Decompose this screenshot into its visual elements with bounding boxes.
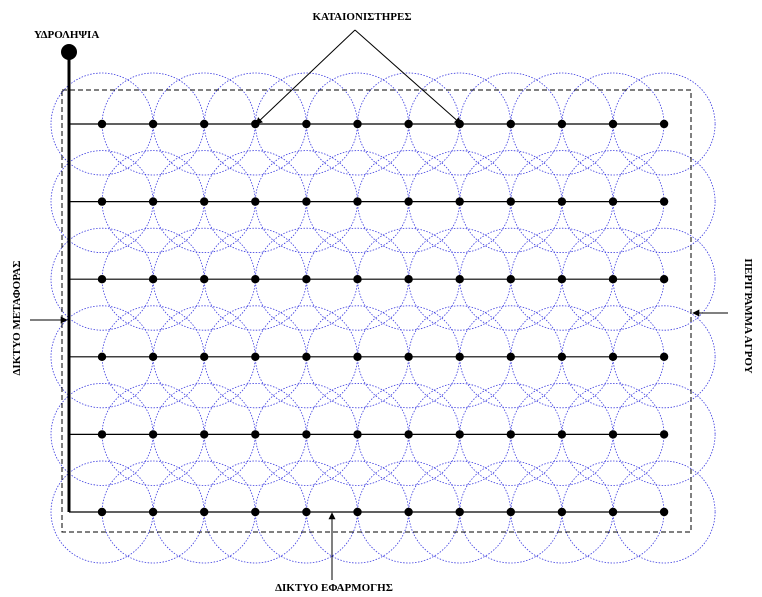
water-intake-node	[61, 44, 77, 60]
sprinklers-label: ΚΑΤΑΙΟΝΙΣΤΗΡΕΣ	[312, 11, 411, 23]
sprinkler-node	[506, 507, 515, 517]
sprinkler-node	[148, 119, 158, 129]
sprinkler-node	[200, 430, 209, 439]
sprinkler-node	[404, 352, 413, 361]
sprinkler-node	[506, 197, 515, 206]
sprinkler-node	[557, 430, 567, 439]
sprinkler-node	[659, 430, 669, 439]
sprinkler-node	[455, 275, 464, 284]
sprinkler-node	[506, 275, 515, 284]
sprinkler-node	[608, 352, 618, 361]
application-laterals	[69, 123, 665, 513]
sprinkler-node	[200, 197, 209, 206]
sprinkler-node	[404, 197, 413, 206]
sprinkler-node	[148, 197, 158, 206]
sprinkler-node	[148, 275, 158, 284]
sprinkler-node	[302, 275, 311, 284]
sprinkler-node	[148, 352, 158, 361]
water-intake-label: ΥΔΡΟΛΗΨΙΑ	[34, 29, 99, 41]
sprinkler-node	[608, 275, 618, 284]
sprinkler-node	[251, 352, 260, 361]
sprinkler-node	[506, 430, 515, 439]
sprinkler-node	[659, 275, 669, 284]
sprinkler-node	[608, 197, 618, 206]
sprinkler-grid	[97, 119, 669, 517]
sprinkler-node	[455, 119, 464, 129]
field-perimeter-boundary	[61, 89, 692, 533]
sprinkler-node	[148, 430, 158, 439]
sprinkler-node	[659, 119, 669, 129]
sprinkler-node	[608, 430, 618, 439]
application-network-label: ΔΙΚΤΥΟ ΕΦΑΡΜΟΓΗΣ	[275, 582, 393, 594]
transport-network-label: ΔΙΚΤΥΟ ΜΕΤΑΦΟΡΑΣ	[11, 261, 23, 376]
sprinkler-node	[404, 119, 413, 129]
sprinkler-node	[608, 507, 618, 517]
sprinkler-node	[97, 507, 107, 517]
sprinkler-node	[302, 197, 311, 206]
sprinkler-node	[659, 197, 669, 206]
sprinkler-node	[251, 275, 260, 284]
sprinklers-arrow-left	[255, 29, 356, 125]
sprinkler-node	[353, 197, 362, 206]
sprinkler-node	[353, 275, 362, 284]
sprinkler-node	[251, 507, 260, 517]
sprinkler-node	[302, 352, 311, 361]
sprinkler-node	[97, 119, 107, 129]
sprinkler-node	[97, 275, 107, 284]
sprinkler-node	[302, 507, 311, 517]
sprinkler-node	[659, 352, 669, 361]
coverage-circles	[50, 72, 716, 564]
sprinkler-node	[97, 352, 107, 361]
sprinkler-node	[557, 275, 567, 284]
sprinkler-node	[404, 275, 413, 284]
sprinkler-node	[251, 430, 260, 439]
sprinkler-node	[251, 197, 260, 206]
sprinkler-node	[302, 119, 311, 129]
sprinkler-node	[455, 430, 464, 439]
sprinkler-node	[353, 507, 362, 517]
sprinkler-node	[353, 119, 362, 129]
sprinkler-node	[404, 430, 413, 439]
sprinkler-node	[557, 507, 567, 517]
sprinklers-arrow-right	[354, 29, 462, 125]
sprinkler-node	[455, 352, 464, 361]
sprinkler-node	[455, 507, 464, 517]
sprinkler-node	[506, 119, 515, 129]
sprinkler-node	[302, 430, 311, 439]
sprinkler-node	[97, 430, 107, 439]
sprinkler-node	[200, 352, 209, 361]
sprinkler-node	[659, 507, 669, 517]
sprinkler-node	[97, 197, 107, 206]
sprinkler-node	[557, 352, 567, 361]
sprinkler-node	[353, 352, 362, 361]
sprinkler-node	[557, 197, 567, 206]
sprinkler-node	[251, 119, 260, 129]
sprinkler-node	[404, 507, 413, 517]
sprinkler-node	[200, 507, 209, 517]
sprinkler-node	[200, 119, 209, 129]
sprinkler-node	[455, 197, 464, 206]
sprinkler-node	[506, 352, 515, 361]
field-perimeter-label: ΠΕΡΙΓΡΑΜΜΑ ΑΓΡΟΥ	[742, 258, 754, 373]
sprinkler-node	[608, 119, 618, 129]
sprinkler-node	[557, 119, 567, 129]
sprinkler-node	[148, 507, 158, 517]
sprinkler-node	[200, 275, 209, 284]
sprinkler-node	[353, 430, 362, 439]
